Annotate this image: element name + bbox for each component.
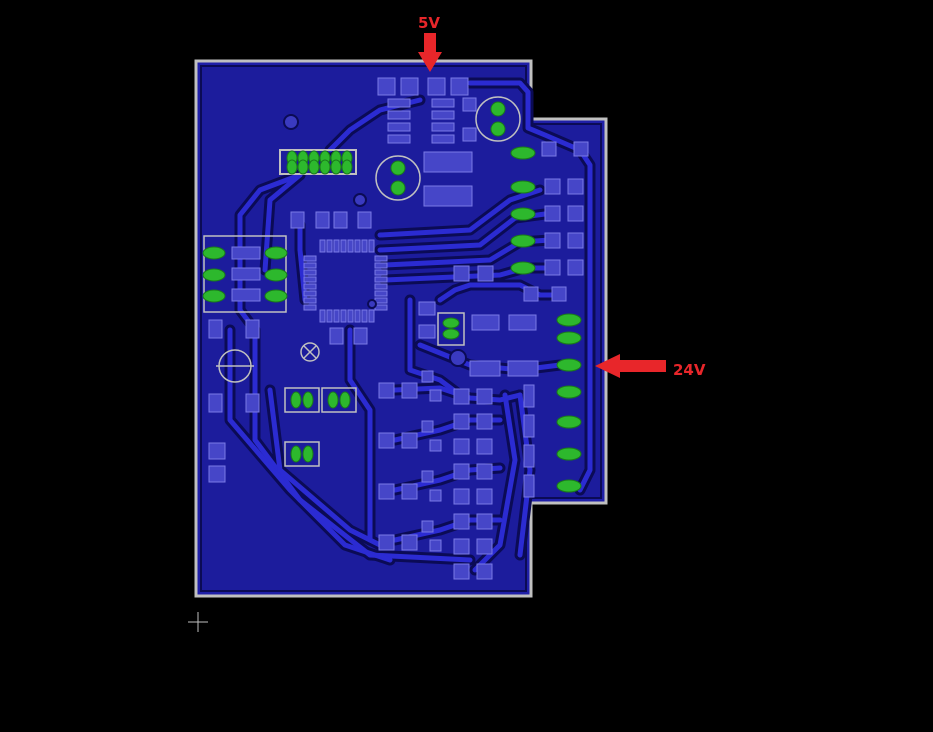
- annotation-24v: 24V: [595, 354, 706, 379]
- crosshair-icon: [188, 612, 208, 632]
- vias: [283, 114, 467, 367]
- annotation-5v: 5V: [418, 14, 442, 72]
- smd-pads: [208, 77, 589, 580]
- label-24v: 24V: [673, 361, 706, 379]
- label-5v: 5V: [418, 14, 440, 32]
- red-arrow-icon: [595, 354, 666, 378]
- red-arrow-icon: [418, 33, 442, 72]
- pcb-board: [194, 59, 608, 598]
- silkscreen: [216, 96, 521, 383]
- through-hole-pads: [202, 101, 582, 493]
